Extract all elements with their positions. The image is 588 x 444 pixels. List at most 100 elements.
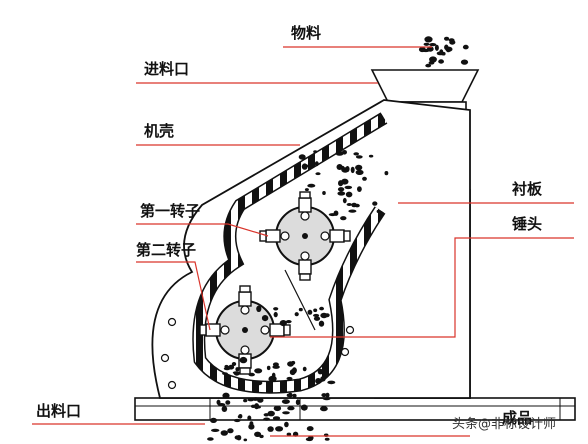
particle [301, 163, 308, 170]
particle [273, 405, 282, 412]
label-casing: 机壳 [144, 122, 175, 140]
particle [327, 380, 336, 385]
watermark-prefix: 头条 [452, 417, 479, 432]
particle [300, 404, 308, 411]
particle [285, 320, 292, 324]
particle [308, 376, 314, 383]
particle [248, 423, 255, 430]
particle [267, 426, 274, 432]
particle [211, 428, 220, 432]
particle [423, 42, 430, 46]
particle [239, 356, 248, 364]
label-first-rotor: 第一转子 [140, 202, 201, 220]
particle [281, 384, 286, 389]
label-product: 成品 [502, 409, 533, 427]
particle [335, 151, 344, 156]
particle [376, 209, 381, 214]
particle [286, 432, 292, 436]
particle [294, 312, 299, 317]
particle [344, 185, 353, 190]
particle [273, 311, 278, 318]
particle [254, 405, 261, 409]
particle [317, 368, 324, 375]
particle [306, 426, 314, 432]
label-liner: 衬板 [512, 180, 543, 198]
particle [315, 172, 321, 176]
particle [307, 183, 316, 188]
particle [243, 438, 248, 442]
particle [254, 368, 263, 374]
particle [424, 36, 433, 43]
particle [273, 307, 279, 311]
particle [315, 378, 322, 384]
particle [261, 315, 269, 322]
particle [434, 44, 439, 51]
particle [228, 364, 235, 370]
particle [210, 417, 217, 423]
particle [272, 416, 281, 421]
particle [282, 411, 290, 415]
particle [302, 366, 307, 372]
particle [318, 320, 325, 327]
particle [438, 59, 444, 64]
particle [313, 308, 318, 313]
particle [231, 362, 237, 366]
particle [445, 46, 453, 52]
particle [355, 164, 363, 171]
particle [207, 437, 214, 441]
particle [266, 365, 271, 371]
label-second-rotor: 第二转子 [136, 241, 197, 259]
label-material: 物料 [291, 24, 322, 42]
particle [287, 406, 295, 411]
particle [346, 203, 352, 206]
particle [221, 406, 228, 412]
label-inlet: 进料口 [144, 60, 190, 78]
particle [353, 152, 360, 156]
particle [288, 392, 293, 398]
particle [243, 398, 248, 403]
particle [337, 191, 346, 196]
particle [462, 44, 469, 50]
particle [324, 313, 330, 318]
particle [308, 435, 314, 441]
watermark-handle: @非标设计师 [478, 417, 557, 432]
particle [271, 372, 276, 379]
particle [449, 40, 456, 45]
particle [341, 178, 349, 185]
particle [248, 372, 255, 377]
particle [357, 186, 362, 193]
particle [275, 426, 284, 432]
particle [337, 187, 345, 192]
particle [372, 201, 378, 206]
particle [429, 56, 437, 63]
particle [313, 316, 321, 321]
particle [322, 397, 331, 401]
particle [284, 421, 289, 428]
label-hammer: 锤头 [512, 215, 543, 233]
particle [257, 397, 264, 403]
particle [225, 400, 231, 405]
particle [222, 372, 228, 375]
particle [328, 213, 337, 217]
particle [321, 393, 327, 398]
particle [304, 188, 309, 192]
particle [281, 399, 290, 404]
label-outlet: 出料口 [36, 402, 82, 420]
second-rotor [199, 285, 291, 375]
casing-bolts [160, 317, 355, 390]
particle [314, 161, 319, 167]
particle [350, 166, 355, 174]
particle [234, 435, 240, 440]
leader-lines [32, 46, 574, 437]
particle [232, 371, 240, 375]
particle [336, 164, 343, 170]
particle [250, 404, 256, 408]
particle [342, 197, 347, 204]
particle [268, 378, 276, 382]
particle [429, 43, 437, 47]
particle [295, 399, 300, 406]
particle [444, 36, 450, 41]
particle [227, 428, 234, 434]
particle [418, 46, 426, 53]
particle [217, 403, 226, 407]
